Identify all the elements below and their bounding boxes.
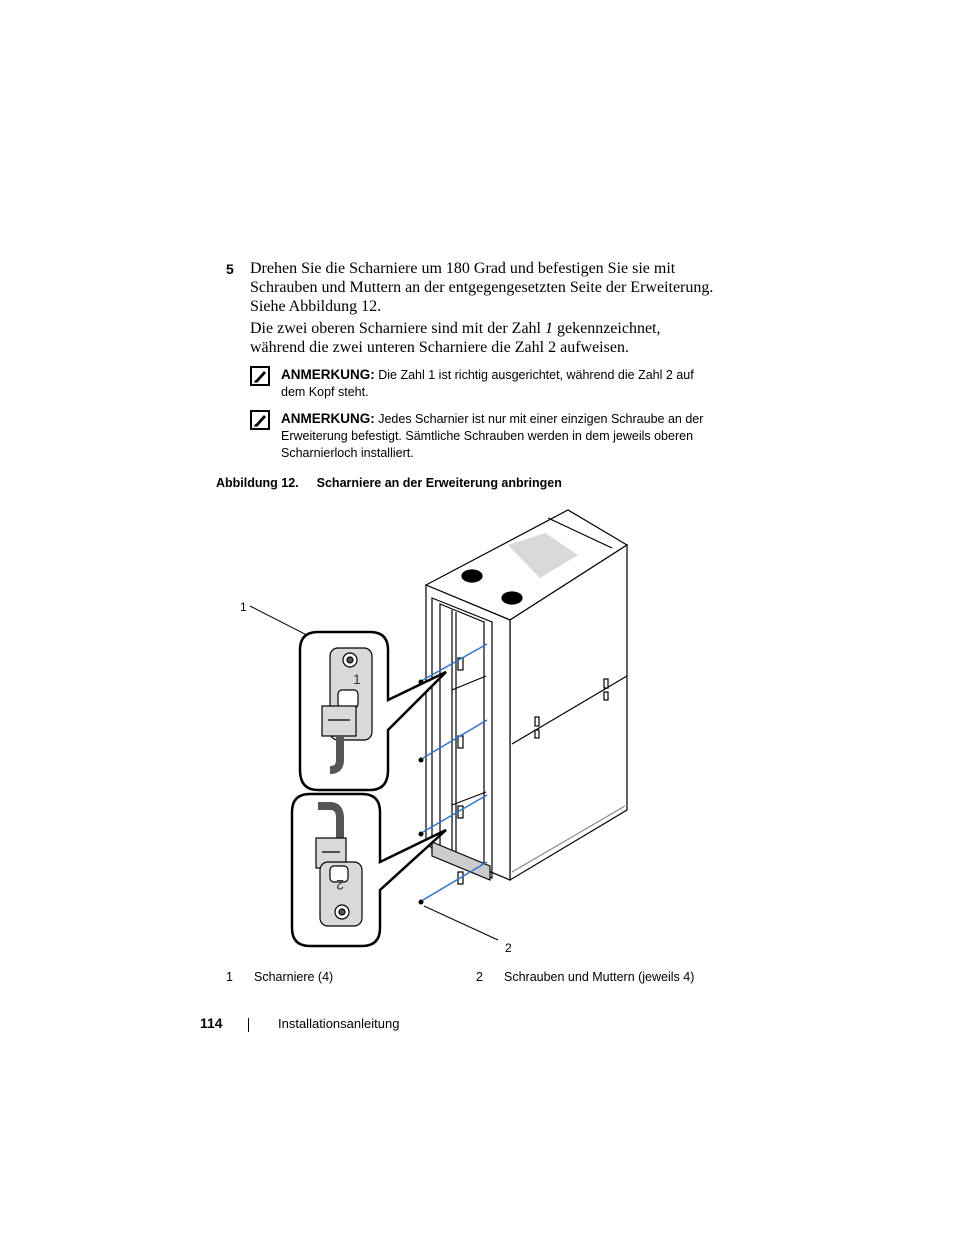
note-1-text: ANMERKUNG: Die Zahl 1 ist richtig ausger… [281,366,711,401]
step-number: 5 [226,261,234,277]
legend-number: 2 [476,970,483,984]
step-text: Drehen Sie die Scharniere um 180 Grad un… [250,260,714,315]
callout-2: 2 [505,941,512,955]
hinge-mark-2: 2 [336,877,344,893]
step-paragraph-2-start: Die zwei oberen Scharniere sind mit der … [250,320,545,337]
step-paragraph-2: Die zwei oberen Scharniere sind mit der … [250,319,716,357]
step-paragraph-2-end: gekennzeichnet, während die zwei unteren… [250,320,661,356]
note-1-body: Die Zahl 1 ist richtig ausgerichtet, wäh… [281,368,694,399]
figure-title: Scharniere an der Erweiterung anbringen [316,476,562,490]
figure-caption: Abbildung 12. Scharniere an der Erweiteru… [216,476,562,490]
legend-number: 1 [226,970,233,984]
footer-divider [248,1018,249,1032]
note-2-text: ANMERKUNG: Jedes Scharnier ist nur mit e… [281,410,711,462]
legend-label: Scharniere (4) [254,970,334,984]
hinge-mark-1: 1 [353,671,361,687]
callout-1: 1 [240,600,247,614]
pencil-note-icon [250,366,270,386]
step-paragraph-2-italic: 1 [545,320,553,337]
note-1-label: ANMERKUNG: [281,367,375,382]
footer-title: Installationsanleitung [278,1016,400,1031]
legend-label: Schrauben und Muttern (jeweils 4) [504,970,695,984]
page-number: 114 [200,1015,223,1031]
figure-label: Abbildung 12. [216,476,299,490]
pencil-note-icon [250,410,270,430]
note-2-label: ANMERKUNG: [281,411,375,426]
note-2-body: Jedes Scharnier ist nur mit einer einzig… [281,412,704,460]
